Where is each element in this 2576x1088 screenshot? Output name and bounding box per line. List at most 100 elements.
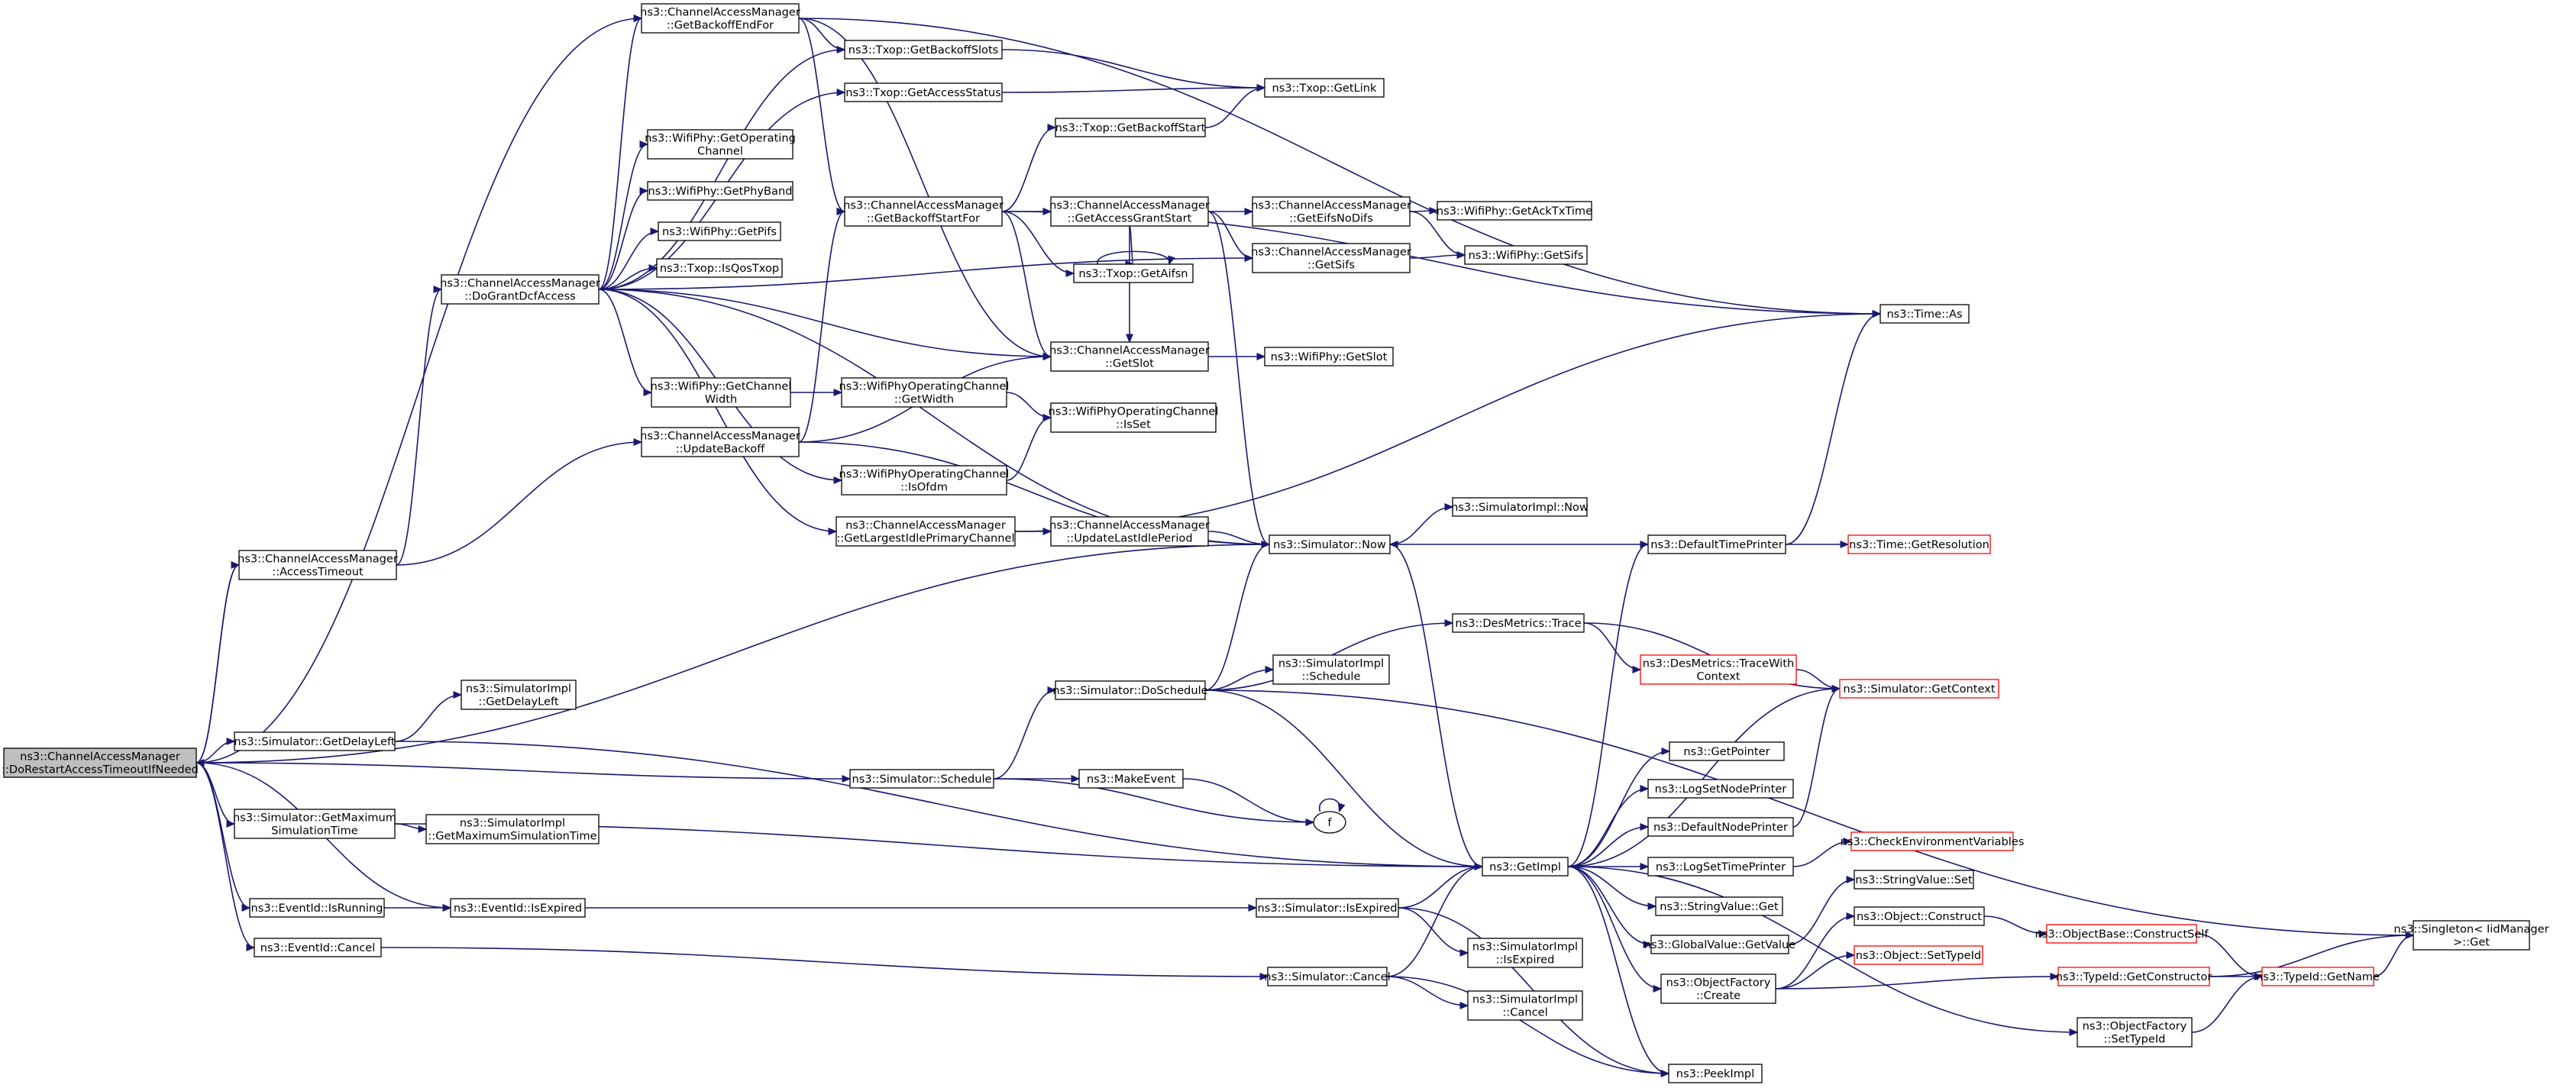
- node-get-backoff-end-for[interactable]: ns3::ChannelAccessManager::GetBackoffEnd…: [640, 3, 800, 34]
- edge-cam-get-slot-to-wifi-get-slot: [1207, 353, 1266, 360]
- edge-default-time-printer-to-sim-now: [1388, 541, 1648, 548]
- node-sim-schedule[interactable]: ns3::Simulator::Schedule: [849, 769, 994, 789]
- node-global-value-get-value[interactable]: ns3::GlobalValue::GetValue: [1644, 935, 1796, 954]
- node-woc-is-set[interactable]: ns3::WifiPhyOperatingChannel::IsSet: [1049, 402, 1219, 433]
- arrow-head: [1640, 863, 1650, 870]
- node-woc-get-width[interactable]: ns3::WifiPhyOperatingChannel::GetWidth: [839, 377, 1010, 408]
- node-label: ns3::SimulatorImpl::Now: [1451, 501, 1589, 514]
- node-access-timeout[interactable]: ns3::ChannelAccessManager::AccessTimeout: [238, 550, 398, 580]
- edge-line: [598, 289, 652, 393]
- node-get-largest-idle[interactable]: ns3::ChannelAccessManager::GetLargestIdl…: [836, 516, 1016, 547]
- node-time-as[interactable]: ns3::Time::As: [1879, 304, 1970, 324]
- node-update-backoff[interactable]: ns3::ChannelAccessManager::UpdateBackoff: [640, 427, 800, 457]
- node-log-set-time-printer[interactable]: ns3::LogSetTimePrinter: [1647, 857, 1794, 877]
- node-wifi-get-sifs[interactable]: ns3::WifiPhy::GetSifs: [1464, 245, 1588, 265]
- node-object-base-construct-self[interactable]: ns3::ObjectBase::ConstructSelf: [2035, 924, 2209, 944]
- node-txop-get-backoff-start[interactable]: ns3::Txop::GetBackoffStart: [1055, 118, 1206, 137]
- arrow-head: [643, 389, 653, 396]
- edge-line: [993, 689, 1056, 780]
- node-type-id-get-constructor[interactable]: ns3::TypeId::GetConstructor: [2056, 967, 2212, 986]
- arrow-head: [195, 759, 205, 767]
- edge-line: [1567, 788, 1649, 867]
- node-time-get-resolution[interactable]: ns3::Time::GetResolution: [1847, 534, 1991, 554]
- node-cam-get-sifs[interactable]: ns3::ChannelAccessManager::GetSifs: [1251, 243, 1411, 273]
- node-txop-get-aifsn[interactable]: ns3::Txop::GetAifsn: [1073, 263, 1194, 283]
- edge-line: [1319, 798, 1340, 812]
- node-box: [461, 680, 577, 710]
- node-object-set-type-id[interactable]: ns3::Object::SetTypeId: [1854, 945, 1983, 965]
- node-get-backoff-start-for[interactable]: ns3::ChannelAccessManager::GetBackoffSta…: [843, 196, 1004, 227]
- node-object-construct[interactable]: ns3::Object::Construct: [1854, 906, 1985, 926]
- node-sim-cancel[interactable]: ns3::Simulator::Cancel: [1264, 967, 1391, 986]
- node-wifi-get-pifs[interactable]: ns3::WifiPhy::GetPifs: [658, 221, 781, 241]
- node-event-id-is-expired[interactable]: ns3::EventId::IsExpired: [450, 898, 586, 918]
- node-label: ns3::Txop::GetAifsn: [1078, 267, 1188, 280]
- edge-line: [598, 289, 837, 532]
- node-sim-impl-get-max-sim-time[interactable]: ns3::SimulatorImpl::GetMaximumSimulation…: [425, 814, 600, 844]
- node-make-event[interactable]: ns3::MakeEvent: [1078, 769, 1184, 789]
- node-event-id-is-running[interactable]: ns3::EventId::IsRunning: [249, 898, 385, 918]
- node-txop-get-backoff-slots[interactable]: ns3::Txop::GetBackoffSlots: [844, 40, 1003, 60]
- node-cam-get-slot[interactable]: ns3::ChannelAccessManager::GetSlot: [1049, 341, 1210, 372]
- node-get-access-grant-start[interactable]: ns3::ChannelAccessManager::GetAccessGran…: [1049, 196, 1210, 227]
- node-label: ns3::Txop::GetAccessStatus: [845, 86, 1001, 99]
- edge-object-factory-create-to-object-construct: [1775, 912, 1856, 990]
- node-sim-impl-cancel[interactable]: ns3::SimulatorImpl::Cancel: [1467, 990, 1583, 1021]
- node-object-factory-set-type-id[interactable]: ns3::ObjectFactory::SetTypeId: [2077, 1017, 2193, 1048]
- node-label: ns3::StringValue::Get: [1660, 900, 1779, 913]
- node-root[interactable]: ns3::ChannelAccessManager::DoRestartAcce…: [2, 747, 199, 778]
- arrow-head: [842, 775, 852, 783]
- edge-line: [598, 144, 648, 290]
- node-sim-impl-schedule[interactable]: ns3::SimulatorImpl::Schedule: [1272, 654, 1390, 685]
- arrow-head: [1126, 334, 1133, 344]
- node-label: ns3::EventId::IsExpired: [454, 902, 582, 915]
- node-sim-do-schedule[interactable]: ns3::Simulator::DoSchedule: [1052, 680, 1208, 700]
- node-string-value-get[interactable]: ns3::StringValue::Get: [1655, 896, 1783, 916]
- node-default-time-printer[interactable]: ns3::DefaultTimePrinter: [1647, 534, 1786, 554]
- node-wifi-get-slot[interactable]: ns3::WifiPhy::GetSlot: [1264, 347, 1394, 366]
- function-nodes: ns3::ChannelAccessManager::DoRestartAcce…: [2, 3, 2549, 1083]
- node-peek-impl[interactable]: ns3::PeekImpl: [1668, 1064, 1763, 1083]
- node-singleton-get[interactable]: ns3::Singleton< IidManager >::Get: [2393, 920, 2549, 951]
- node-sim-get-context[interactable]: ns3::Simulator::GetContext: [1839, 679, 1999, 699]
- edge-do-grant-to-txop-get-backoff-slots: [598, 46, 846, 290]
- node-get-pointer[interactable]: ns3::GetPointer: [1669, 741, 1785, 761]
- node-sim-now[interactable]: ns3::Simulator::Now: [1269, 534, 1391, 554]
- arrow-head: [1872, 310, 1882, 318]
- node-label: ns3::SimulatorImpl: [466, 683, 571, 696]
- node-txop-is-qos-txop[interactable]: ns3::Txop::IsQosTxop: [656, 258, 783, 278]
- node-get-impl[interactable]: ns3::GetImpl: [1482, 857, 1569, 877]
- node-sim-get-max-sim-time[interactable]: ns3::Simulator::GetMaximumSimulationTime: [233, 809, 396, 839]
- node-update-last-idle[interactable]: ns3::ChannelAccessManager::UpdateLastIdl…: [1049, 516, 1210, 547]
- edge-line: [1398, 907, 1469, 954]
- arrow-head: [2069, 1028, 2079, 1036]
- node-sim-impl-get-delay-left[interactable]: ns3::SimulatorImpl::GetDelayLeft: [461, 680, 577, 710]
- node-do-grant[interactable]: ns3::ChannelAccessManager::DoGrantDcfAcc…: [440, 274, 600, 305]
- node-string-value-set[interactable]: ns3::StringValue::Set: [1854, 870, 1974, 889]
- node-woc-is-ofdm[interactable]: ns3::WifiPhyOperatingChannel::IsOfdm: [839, 465, 1010, 496]
- node-sim-get-delay-left[interactable]: ns3::Simulator::GetDelayLeft: [234, 731, 396, 751]
- node-wifi-get-ack-tx-time[interactable]: ns3::WifiPhy::GetAckTxTime: [1437, 201, 1592, 221]
- node-get-eifs-no-difs[interactable]: ns3::ChannelAccessManager::GetEifsNoDifs: [1251, 196, 1411, 227]
- node-object-factory-create[interactable]: ns3::ObjectFactory::Create: [1660, 973, 1776, 1004]
- edge-default-time-printer-to-time-as: [1785, 310, 1882, 545]
- node-wifi-get-phy-band[interactable]: ns3::WifiPhy::GetPhyBand: [647, 181, 793, 201]
- node-sim-impl-now[interactable]: ns3::SimulatorImpl::Now: [1451, 497, 1589, 517]
- node-event-id-cancel[interactable]: ns3::EventId::Cancel: [254, 938, 382, 957]
- node-des-trace[interactable]: ns3::DesMetrics::Trace: [1452, 613, 1585, 633]
- node-sim-is-expired[interactable]: ns3::Simulator::IsExpired: [1256, 898, 1399, 918]
- node-log-set-node-printer[interactable]: ns3::LogSetNodePrinter: [1647, 779, 1794, 799]
- node-type-id-get-name[interactable]: ns3::TypeId::GetName: [2256, 967, 2380, 986]
- node-label: ns3::CheckEnvironmentVariables: [1841, 835, 2025, 848]
- node-txop-get-link[interactable]: ns3::Txop::GetLink: [1264, 78, 1385, 98]
- node-txop-get-access-status[interactable]: ns3::Txop::GetAccessStatus: [844, 82, 1003, 102]
- node-default-node-printer[interactable]: ns3::DefaultNodePrinter: [1647, 817, 1794, 837]
- node-check-env-vars[interactable]: ns3::CheckEnvironmentVariables: [1841, 831, 2025, 851]
- node-f[interactable]: f: [1313, 811, 1346, 834]
- node-box: [1050, 516, 1209, 547]
- arrow-head: [1047, 686, 1057, 694]
- node-sim-impl-is-expired[interactable]: ns3::SimulatorImpl::IsExpired: [1467, 938, 1583, 968]
